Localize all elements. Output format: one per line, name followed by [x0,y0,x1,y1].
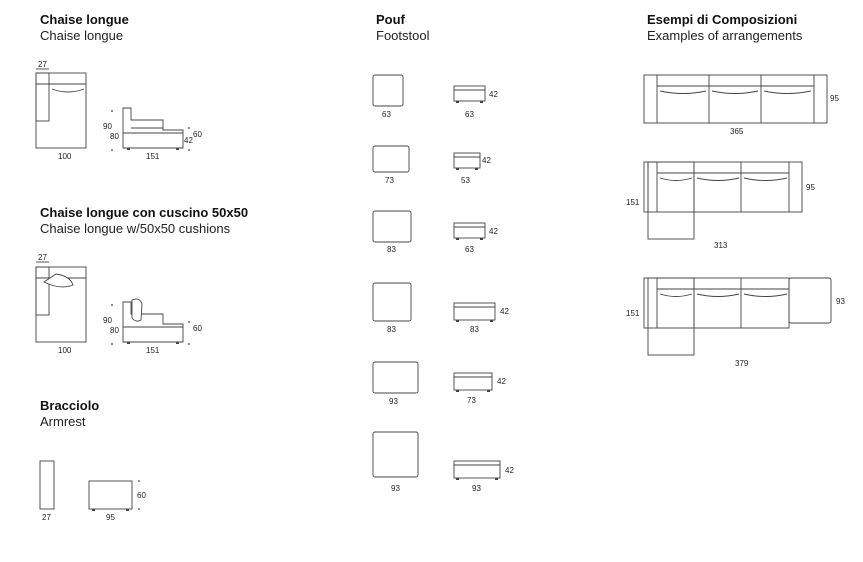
dim-back-height: 90 [103,316,112,325]
compositions-subtitle: Examples of arrangements [647,28,803,43]
dim-arm-height: 80 [110,132,119,141]
pouf-2-height: 42 [482,156,491,165]
pouf-6-side-width: 93 [472,484,481,493]
pouf-5-top-label: 93 [389,397,398,406]
chaise-longue-title: Chaise longue [40,12,129,27]
pouf-1-side-width: 63 [465,110,474,119]
dim-length: 151 [146,152,160,161]
dim-armrest-length: 95 [106,513,115,522]
compositions-title: Esempi di Composizioni [647,12,798,27]
pouf-3-height: 42 [489,227,498,236]
dim-armrest-width: 27 [42,513,51,522]
chaise-cushion-top-view: 27 100 [35,253,87,355]
dim-length: 151 [146,346,160,355]
dim-seat-depth: 42 [184,136,193,145]
pouf-2-side-view: 42 53 [453,152,491,185]
pouf-subtitle: Footstool [376,28,430,43]
dim-back-height: 90 [103,122,112,131]
composition-2: 151 95 313 [626,161,815,250]
pouf-title: Pouf [376,12,405,27]
pouf-4-top-label: 83 [387,325,396,334]
dim-armrest-height: 60 [137,491,146,500]
pouf-1-top-view: 63 [372,74,404,119]
chaise-top-view: 27 100 [35,60,87,161]
armrest-top-view: 27 [39,460,55,522]
armrest-subtitle: Armrest [40,414,86,429]
pouf-1-height: 42 [489,90,498,99]
composition-1: 95 365 [643,74,839,136]
chaise-side-view: 90 80 60 42 151 [103,107,202,161]
chaise-longue-subtitle: Chaise longue [40,28,124,43]
pouf-3-top-view: 83 [372,210,412,254]
dim-arm-width: 27 [38,253,47,262]
pouf-3-side-width: 63 [465,245,474,254]
composition-1-width: 365 [730,127,744,136]
armrest-title: Bracciolo [40,398,100,413]
composition-2-chaise-length: 151 [626,198,640,207]
pouf-6-top-view: 93 [372,431,419,493]
pouf-2-top-label: 73 [385,176,394,185]
pouf-1-side-view: 42 63 [453,85,498,119]
pouf-6-side-view: 42 93 [453,460,514,493]
composition-1-depth: 95 [830,94,839,103]
pouf-4-side-view: 42 83 [453,302,509,334]
pouf-6-height: 42 [505,466,514,475]
composition-3: 151 93 379 [626,277,845,368]
dim-width: 100 [58,346,72,355]
chaise-cushion-title: Chaise longue con cuscino 50x50 [40,205,249,220]
pouf-4-height: 42 [500,307,509,316]
pouf-4-top-view: 83 [372,282,412,334]
pouf-3-side-view: 42 63 [453,222,498,254]
composition-2-width: 313 [714,241,728,250]
dim-seat-height: 60 [193,324,202,333]
pouf-4-side-width: 83 [470,325,479,334]
pouf-1-top-label: 63 [382,110,391,119]
dim-arm-width: 27 [38,60,47,69]
pouf-5-side-width: 73 [467,396,476,405]
pouf-2-side-width: 53 [461,176,470,185]
composition-2-depth: 95 [806,183,815,192]
dim-arm-height: 80 [110,326,119,335]
pouf-5-height: 42 [497,377,506,386]
composition-3-width: 379 [735,359,749,368]
dim-seat-height: 60 [193,130,202,139]
pouf-5-top-view: 93 [372,361,419,406]
pouf-3-top-label: 83 [387,245,396,254]
armrest-side-view: 60 95 [88,480,146,522]
composition-3-depth: 93 [836,297,845,306]
composition-3-chaise-length: 151 [626,309,640,318]
pouf-5-side-view: 42 73 [453,372,506,405]
pouf-2-top-view: 73 [372,145,410,185]
chaise-cushion-side-view: 90 80 60 151 [103,298,202,355]
pouf-6-top-label: 93 [391,484,400,493]
chaise-cushion-subtitle: Chaise longue w/50x50 cushions [40,221,231,236]
dim-width: 100 [58,152,72,161]
